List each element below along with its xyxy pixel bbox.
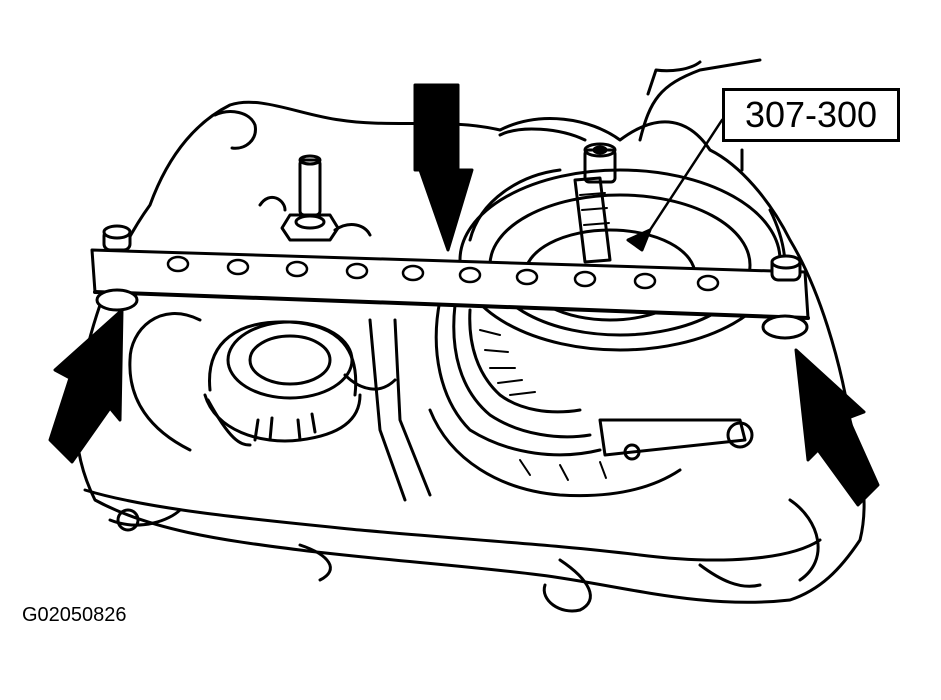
arrow-up-right-icon [794, 348, 880, 507]
tool-bar-307-300 [90, 224, 810, 340]
tool-bar-holes [166, 255, 720, 292]
arrow-down-icon [413, 83, 474, 252]
bearing-race [128, 312, 362, 452]
input-shaft [573, 142, 617, 264]
arrow-up-left-icon [48, 308, 124, 464]
callout-leader-arrowhead [626, 228, 652, 252]
callout-leader-line [648, 118, 724, 232]
tool-number-callout: 307-300 [722, 88, 900, 142]
figure-id: G02050826 [22, 604, 127, 626]
shaft-with-nut [258, 154, 372, 242]
clutch-pack [343, 298, 754, 502]
